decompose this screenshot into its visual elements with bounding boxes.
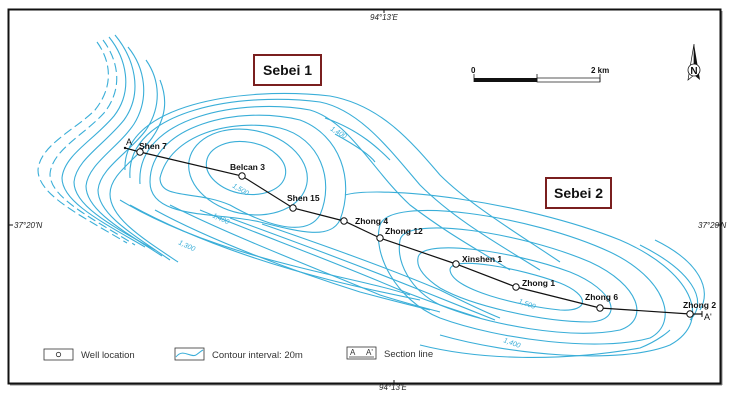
north-arrow-icon: N — [687, 43, 701, 81]
contour-line — [85, 46, 163, 257]
contour-label: 1,500 — [517, 298, 536, 311]
well-label: Shen 7 — [139, 141, 167, 151]
scale-bar: 0 2 km — [471, 66, 609, 83]
legend-well-location: Well location — [43, 348, 135, 361]
well-marker[interactable] — [376, 234, 384, 242]
western-contours — [37, 34, 179, 263]
well-marker[interactable] — [686, 310, 694, 318]
section-end-label: A' — [704, 312, 712, 322]
region-box — [545, 177, 612, 209]
contour-line — [129, 98, 541, 271]
contour-line — [205, 140, 287, 196]
well-marker[interactable] — [289, 204, 297, 212]
contour-line — [639, 244, 699, 321]
well-markers — [136, 148, 694, 318]
contour-line — [49, 39, 136, 246]
contour-line — [37, 41, 128, 244]
well-marker[interactable] — [340, 217, 348, 225]
contour-label: 1,400 — [329, 126, 348, 141]
legend-contour-interval: Contour interval: 20m — [174, 347, 303, 361]
well-label: Zhong 4 — [355, 216, 388, 226]
section-start-dot — [123, 146, 127, 150]
contour-line — [334, 133, 376, 163]
contour-line — [124, 92, 561, 263]
bottom-longitude-label: 94°13'E — [379, 383, 408, 392]
well-label: Zhong 1 — [522, 278, 555, 288]
contour-line — [159, 124, 327, 228]
scale-start-label: 0 — [471, 66, 476, 75]
contour-line — [97, 59, 171, 261]
contour-line — [188, 128, 308, 216]
sebei2-contours — [344, 191, 705, 359]
contour-line-icon — [175, 349, 204, 358]
contour-line — [417, 247, 612, 323]
contour-line — [261, 223, 501, 319]
well-labels: Shen 7 Belcan 3 Shen 15 Zhong 4 Zhong 12… — [139, 141, 716, 310]
neatline — [9, 10, 721, 193]
left-latitude-label: 37°20'N — [14, 221, 43, 230]
scale-bar-empty — [536, 77, 601, 83]
region-box — [253, 54, 322, 86]
contour-line — [398, 227, 638, 334]
contour-line — [73, 34, 156, 251]
scale-end-label: 2 km — [591, 66, 609, 75]
contour-line — [377, 209, 666, 345]
well-label: Zhong 2 — [683, 300, 716, 310]
top-longitude-label: 94°13'E — [370, 13, 399, 22]
legend-label: Contour interval: 20m — [212, 350, 303, 361]
region-label: Sebei 1 — [263, 62, 312, 78]
north-label: N — [690, 66, 697, 77]
region-sebei-1: Sebei 1 — [253, 54, 322, 86]
contour-line — [109, 79, 179, 263]
scale-bar-filled — [474, 78, 537, 82]
well-marker[interactable] — [136, 148, 144, 156]
region-sebei-2: Sebei 2 — [545, 177, 612, 209]
contour-line — [169, 204, 441, 313]
legend-label: Well location — [81, 350, 135, 361]
contour-line — [199, 209, 481, 319]
contour-label: 1,400 — [211, 212, 230, 226]
well-location-icon — [55, 351, 62, 358]
well-marker[interactable] — [452, 260, 460, 268]
legend-section-line: A A' Section line — [346, 346, 433, 360]
well-label: Zhong 6 — [585, 292, 618, 302]
frame-border — [7, 8, 722, 385]
map-boundary — [9, 10, 361, 194]
region-label: Sebei 2 — [554, 185, 603, 201]
well-marker[interactable] — [596, 304, 604, 312]
contour-line — [129, 204, 421, 301]
well-label: Belcan 3 — [230, 162, 265, 172]
contour-line — [419, 329, 671, 359]
contour-line — [154, 209, 431, 311]
contour-line — [449, 262, 583, 311]
legend: Well location Contour interval: 20m A A'… — [43, 346, 433, 361]
well-marker[interactable] — [512, 283, 520, 291]
right-latitude-label: 37°20'N — [698, 221, 727, 230]
legend-label: Section line — [384, 349, 433, 360]
contour-label: 1,500 — [231, 183, 250, 198]
contour-line — [324, 117, 391, 161]
contour-line — [344, 191, 694, 357]
well-marker[interactable] — [238, 172, 246, 180]
contour-line — [61, 36, 146, 248]
contour-line — [229, 217, 496, 321]
contour-label: 1,300 — [177, 239, 196, 253]
well-label: Zhong 12 — [385, 226, 423, 236]
section-symbol-start: A — [350, 348, 356, 357]
contour-line — [654, 239, 705, 311]
well-label: Xinshen 1 — [462, 254, 502, 264]
section-symbol-end: A' — [366, 348, 373, 357]
section-start-label: A — [126, 137, 132, 147]
contour-line — [139, 105, 511, 271]
contour-label: 1,400 — [502, 337, 521, 350]
well-label: Shen 15 — [287, 193, 320, 203]
